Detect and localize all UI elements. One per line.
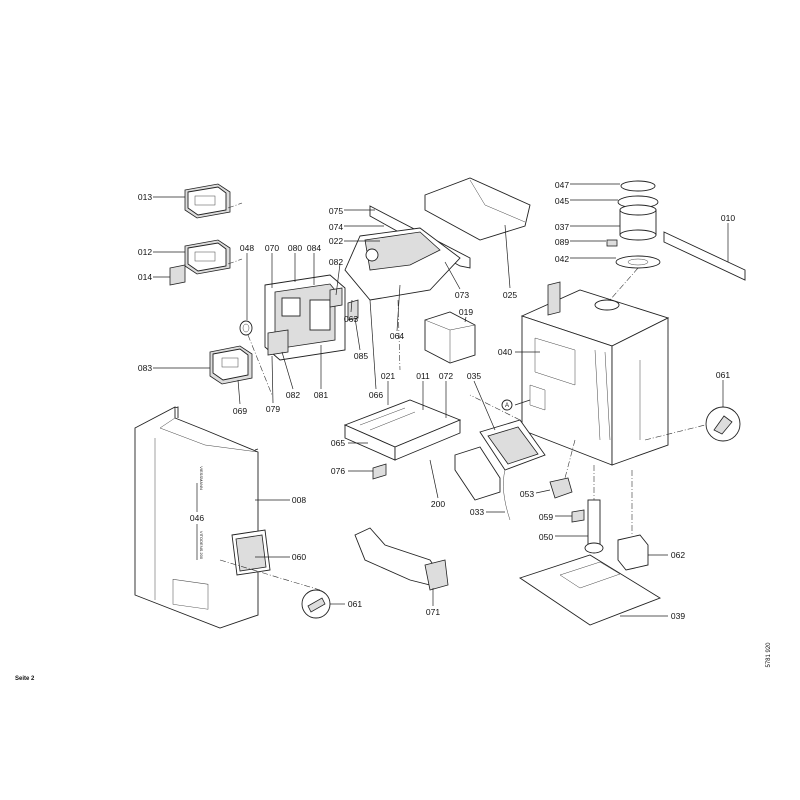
label-062: 062: [671, 550, 685, 560]
reference-marker-a: [501, 399, 513, 411]
label-063: 063: [344, 314, 358, 324]
part-053-valve: [535, 439, 576, 499]
label-059: 059: [539, 512, 553, 522]
part-062-pump: [617, 470, 668, 571]
label-040: 040: [498, 347, 512, 357]
label-081: 081: [314, 390, 328, 400]
label-037: 037: [555, 222, 569, 232]
part-047-flue-adapter: [570, 180, 661, 301]
label-035: 035: [467, 371, 481, 381]
part-039-base-plate: [518, 554, 668, 626]
label-075: 075: [329, 206, 343, 216]
part-048-knob: [239, 253, 253, 336]
label-065: 065: [331, 438, 345, 448]
label-033: 033: [470, 507, 484, 517]
label-200: 200: [431, 499, 445, 509]
label-011: 011: [416, 371, 430, 381]
part-012-control-panel: [153, 239, 243, 286]
label-a: A: [505, 403, 509, 409]
part-013-control-panel: [153, 183, 243, 219]
label-060: 060: [292, 552, 306, 562]
label-012: 012: [138, 247, 152, 257]
label-085: 085: [354, 351, 368, 361]
label-061: 061: [716, 370, 730, 380]
label-025: 025: [503, 290, 517, 300]
label-071: 071: [426, 607, 440, 617]
label-082: 082: [329, 257, 343, 267]
part-061-lower-detail: [301, 589, 345, 619]
part-083-display-module: [153, 345, 253, 405]
label-010: 010: [721, 213, 735, 223]
label-045: 045: [555, 196, 569, 206]
label-061-lower: 061: [348, 599, 362, 609]
label-008: 008: [292, 495, 306, 505]
part-059-siphon: [555, 465, 604, 554]
part-071-gas-pipe: [354, 527, 449, 606]
label-083: 083: [138, 363, 152, 373]
label-022: 022: [329, 236, 343, 246]
label-014: 014: [138, 272, 152, 282]
label-080: 080: [288, 243, 302, 253]
drawing-number: 5781 920: [766, 642, 772, 668]
label-047: 047: [555, 180, 569, 190]
part-010-wall-bracket: [663, 223, 746, 281]
label-073: 073: [455, 290, 469, 300]
label-013: 013: [138, 192, 152, 202]
label-021: 021: [381, 371, 395, 381]
label-046: 046: [190, 513, 204, 523]
page-number: Seite 2: [15, 676, 35, 682]
label-072: 072: [439, 371, 453, 381]
part-025-top-cover: [424, 177, 531, 289]
part-035-circuit-board: [454, 380, 546, 521]
label-076: 076: [331, 466, 345, 476]
label-070: 070: [265, 243, 279, 253]
label-084: 084: [307, 243, 321, 253]
part-019-module: [424, 311, 476, 364]
label-050: 050: [539, 532, 553, 542]
casing-logo-text: VIESSMANN: [199, 466, 204, 490]
label-079: 079: [266, 404, 280, 414]
label-048: 048: [240, 243, 254, 253]
part-040-boiler-body: [469, 281, 706, 466]
label-082-lower: 082: [286, 390, 300, 400]
part-021-control-tray: [343, 381, 462, 499]
label-089: 089: [555, 237, 569, 247]
part-075-mounting-rail: [344, 205, 471, 371]
part-008-front-casing: VIESSMANN VITODENS 200: [134, 406, 321, 629]
part-061-detail: [705, 380, 741, 442]
part-labels: 013 012 014 048 070 080 084 082 063 085 …: [138, 180, 735, 621]
label-039: 039: [671, 611, 685, 621]
label-074: 074: [329, 222, 343, 232]
label-019: 019: [459, 307, 473, 317]
label-069: 069: [233, 406, 247, 416]
label-053: 053: [520, 489, 534, 499]
part-070-control-frame: [247, 253, 377, 404]
label-064: 064: [390, 331, 404, 341]
casing-model-text: VITODENS 200: [199, 531, 204, 560]
label-042: 042: [555, 254, 569, 264]
label-066: 066: [369, 390, 383, 400]
